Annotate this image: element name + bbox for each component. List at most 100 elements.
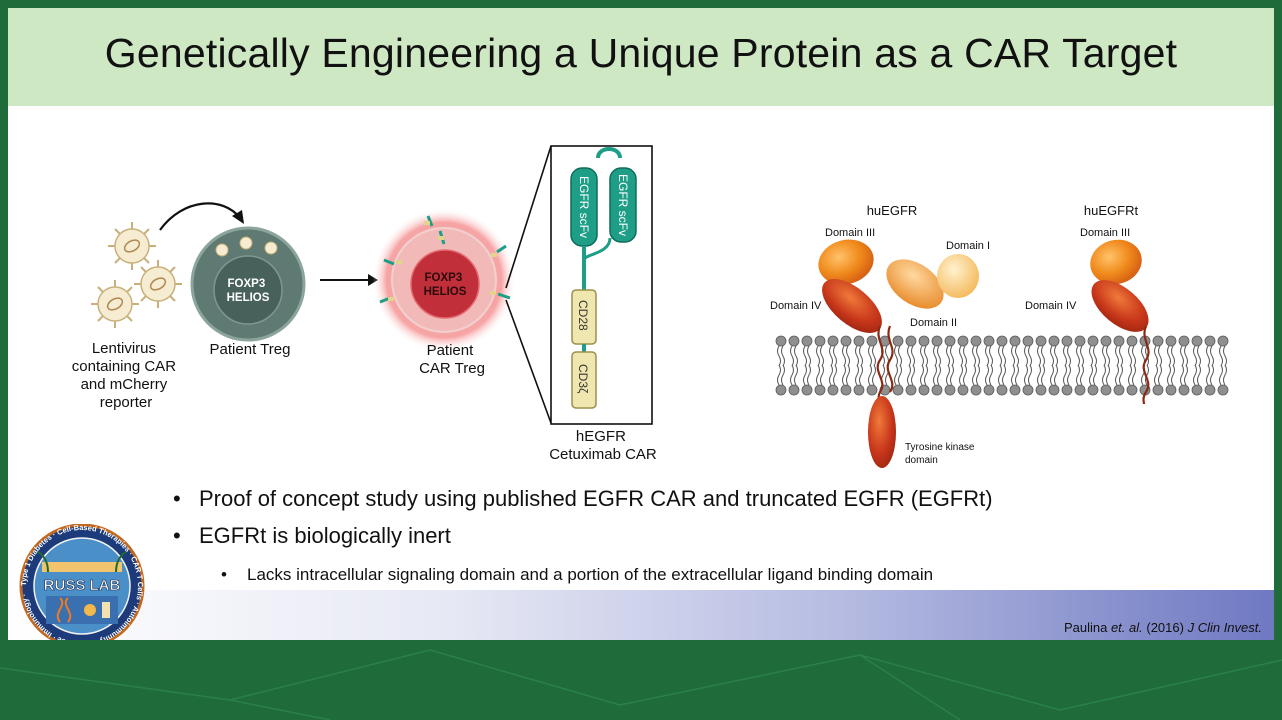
lipid-tail bbox=[972, 364, 980, 386]
lipid-head bbox=[1191, 384, 1203, 396]
lipid-tail bbox=[907, 345, 915, 367]
car-construct-diagram: EGFR scFv EGFR scFv CD28 CD3ζ hEGFR Cetu… bbox=[549, 145, 657, 463]
lipid-tail bbox=[816, 364, 824, 386]
lipid-tail bbox=[777, 345, 785, 367]
lipid-head bbox=[775, 335, 787, 347]
lipid-tail bbox=[1193, 364, 1201, 386]
lipid-head bbox=[1165, 335, 1177, 347]
lipid-head bbox=[801, 384, 813, 396]
lipid-tail bbox=[1154, 364, 1162, 386]
lipid-tail bbox=[1154, 345, 1162, 367]
svg-text:RUSS LAB: RUSS LAB bbox=[44, 577, 121, 594]
lipid-tail bbox=[790, 345, 798, 367]
car-treg-label: Patient CAR Treg bbox=[419, 342, 485, 377]
lipid-tail bbox=[803, 345, 811, 367]
lipid-tail bbox=[1063, 364, 1071, 386]
lipid-head bbox=[931, 384, 943, 396]
lipid-tail bbox=[1167, 345, 1175, 367]
lipid-tail bbox=[1180, 364, 1188, 386]
lipid-tail bbox=[1102, 345, 1110, 367]
lipid-head bbox=[866, 384, 878, 396]
lipid-head bbox=[1035, 335, 1047, 347]
bullet-item: •Proof of concept study using published … bbox=[173, 486, 993, 511]
lipid-tail bbox=[959, 345, 967, 367]
lipid-tail bbox=[1024, 345, 1032, 367]
lipid-tail bbox=[1089, 345, 1097, 367]
lipid-tail bbox=[1128, 345, 1136, 367]
transduction-arrow bbox=[159, 202, 241, 231]
lipid-head bbox=[1126, 335, 1138, 347]
lipid-head bbox=[944, 384, 956, 396]
lipid-head bbox=[918, 384, 930, 396]
lipid-head bbox=[1191, 335, 1203, 347]
lipid-head bbox=[905, 335, 917, 347]
lipid-head bbox=[983, 384, 995, 396]
lipid-tail bbox=[1076, 364, 1084, 386]
lipid-tail bbox=[933, 345, 941, 367]
lipid-head bbox=[1022, 384, 1034, 396]
lipid-head bbox=[1009, 384, 1021, 396]
lipid-head bbox=[1074, 384, 1086, 396]
lentivirus-icon bbox=[108, 222, 156, 270]
lipid-tail bbox=[933, 364, 941, 386]
lipid-tail bbox=[855, 364, 863, 386]
russ-lab-logo: Type 1 Diabetes · Cell-Based Therapies ·… bbox=[19, 524, 145, 640]
lipid-head bbox=[1009, 335, 1021, 347]
lipid-tail bbox=[777, 364, 785, 386]
lipid-head bbox=[801, 335, 813, 347]
scfv-label-left: EGFR scFv bbox=[577, 176, 591, 238]
huegfrt-domain-iv: Domain IV bbox=[1025, 300, 1077, 312]
lipid-tail bbox=[1206, 364, 1214, 386]
cd28-label: CD28 bbox=[576, 300, 590, 331]
kinase-label: Tyrosine kinase domain bbox=[905, 442, 977, 466]
lipid-tail bbox=[920, 345, 928, 367]
lipid-tail bbox=[1193, 345, 1201, 367]
lipid-head bbox=[1100, 335, 1112, 347]
car-treg-cell: FOXP3 HELIOS Patient CAR T bbox=[372, 208, 516, 377]
lipid-head bbox=[788, 335, 800, 347]
diagram: Lentivirus containing CAR and mCherry re… bbox=[72, 145, 1229, 468]
lipid-head bbox=[853, 335, 865, 347]
lipid-head bbox=[1035, 384, 1047, 396]
lipid-head bbox=[905, 384, 917, 396]
svg-text:FOXP3 HELIOS: FOXP3 HELIOS bbox=[227, 278, 270, 304]
lipid-tail bbox=[1102, 364, 1110, 386]
lipid-tail bbox=[946, 345, 954, 367]
lipid-head bbox=[892, 335, 904, 347]
patient-treg-label: Patient Treg bbox=[210, 341, 291, 358]
lipid-tail bbox=[998, 345, 1006, 367]
lentivirus-group: Lentivirus containing CAR and mCherry re… bbox=[72, 222, 182, 411]
lipid-head bbox=[944, 335, 956, 347]
lipid-tail bbox=[1037, 364, 1045, 386]
lipid-tail bbox=[894, 364, 902, 386]
lipid-tail bbox=[1180, 345, 1188, 367]
lipid-head bbox=[1204, 384, 1216, 396]
lipid-head bbox=[853, 384, 865, 396]
lipid-head bbox=[970, 384, 982, 396]
lipid-head bbox=[1113, 384, 1125, 396]
lipid-head bbox=[1100, 384, 1112, 396]
zoom-line bbox=[505, 145, 552, 289]
lipid-head bbox=[970, 335, 982, 347]
lipid-tail bbox=[920, 364, 928, 386]
lipid-head bbox=[931, 335, 943, 347]
lipid-tail bbox=[1206, 345, 1214, 367]
lipid-head bbox=[996, 384, 1008, 396]
scfv-label-right: EGFR scFv bbox=[616, 174, 630, 236]
lipid-head bbox=[1217, 384, 1229, 396]
bullet-dot-icon: • bbox=[221, 565, 227, 584]
lipid-head bbox=[892, 384, 904, 396]
lipid-head bbox=[827, 384, 839, 396]
lipid-head bbox=[996, 335, 1008, 347]
lentivirus-icon bbox=[91, 280, 139, 328]
lipid-tail bbox=[998, 364, 1006, 386]
lipid-head bbox=[957, 384, 969, 396]
lipid-tail bbox=[842, 364, 850, 386]
lipid-head bbox=[814, 335, 826, 347]
citation: Paulina et. al. (2016) J Clin Invest. bbox=[1063, 620, 1262, 635]
svg-text:FOXP3 HELIOS: FOXP3 HELIOS bbox=[424, 272, 467, 298]
lipid-head bbox=[1048, 335, 1060, 347]
lentivirus-label: Lentivirus containing CAR and mCherry re… bbox=[72, 340, 180, 411]
lipid-tail bbox=[1128, 364, 1136, 386]
lipid-head bbox=[1165, 384, 1177, 396]
